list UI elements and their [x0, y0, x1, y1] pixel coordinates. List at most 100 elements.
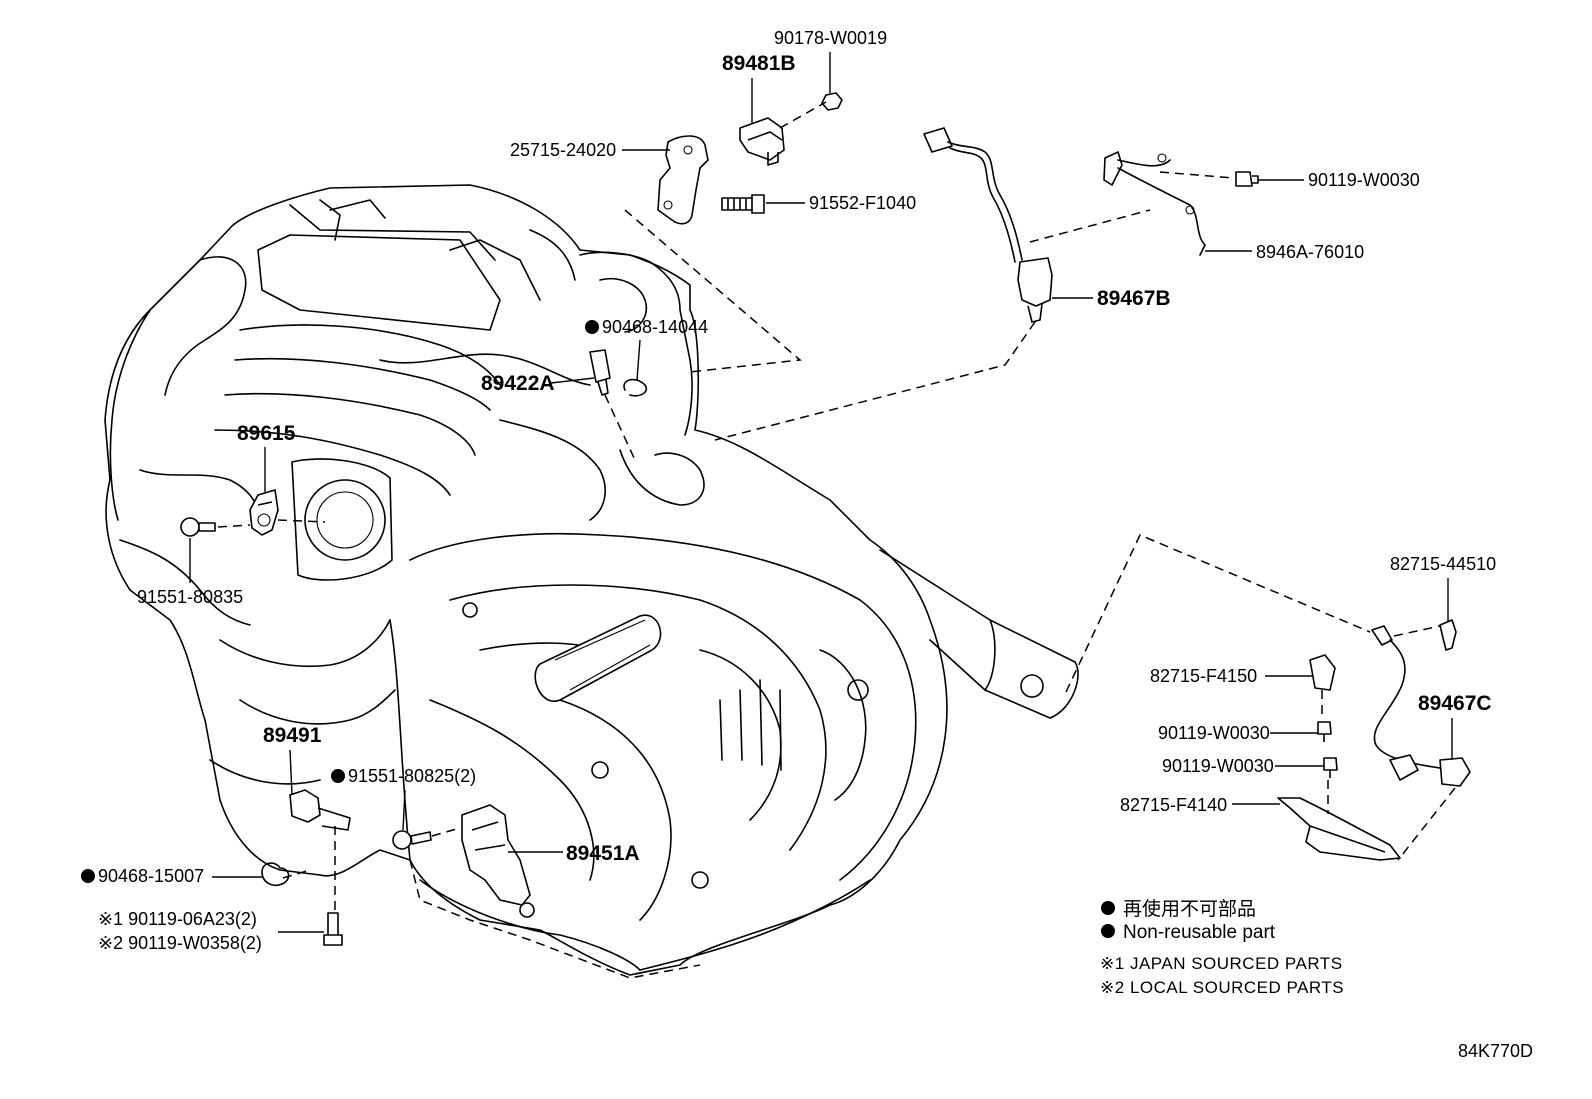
transmission-case-contour: [699, 649, 782, 821]
callout-label[interactable]: 82715-F4150: [1150, 666, 1257, 686]
bracket-25715[interactable]: [657, 135, 709, 225]
bolt-91552[interactable]: [721, 194, 765, 214]
non-reusable-marker: [81, 869, 95, 883]
dashed-assembly-line: [624, 209, 802, 373]
case-bolt: [847, 679, 869, 701]
note-mark: ※2: [98, 933, 123, 953]
callout-label[interactable]: 90178-W0019: [774, 28, 887, 48]
legend-non-reusable-en: Non-reusable part: [1123, 922, 1276, 943]
legend-note: ※2 LOCAL SOURCED PARTS: [1100, 978, 1344, 997]
bolt-90119-top[interactable]: [1235, 171, 1259, 187]
bolt-90119-bottom[interactable]: [323, 912, 343, 946]
callout-label[interactable]: ※2 90119-W0358(2): [98, 933, 262, 953]
callout-label[interactable]: 91552-F1040: [809, 193, 916, 213]
callout-label[interactable]: 90119-W0030: [1158, 723, 1270, 743]
transmission-bottom: [639, 879, 871, 971]
intake-runner: [224, 392, 476, 456]
transmission-bottom: [419, 879, 641, 971]
callout-label[interactable]: 89422A: [481, 372, 555, 395]
nut-90178[interactable]: [821, 92, 843, 111]
engine-pipe: [379, 353, 591, 386]
note-text: LOCAL SOURCED PARTS: [1130, 978, 1344, 997]
bracket-82715-f4150[interactable]: [1309, 654, 1336, 691]
harness-clip: [1157, 153, 1167, 163]
temperature-sensor-89422a[interactable]: [589, 349, 611, 396]
transmission-case-contour: [239, 689, 396, 725]
callout-label[interactable]: 8946A-76010: [1256, 242, 1364, 262]
non-reusable-marker: [585, 320, 599, 334]
callout-label[interactable]: 90119-W0030: [1162, 756, 1274, 776]
callout-part-number[interactable]: 90119-W0358(2): [128, 933, 262, 953]
drive-shaft-collar: [984, 619, 996, 691]
callout-label[interactable]: 89615: [237, 422, 296, 445]
bolt-90119-upper[interactable]: [1317, 721, 1332, 742]
connector-89467c[interactable]: [1371, 625, 1393, 646]
legend-note: ※1 JAPAN SOURCED PARTS: [1100, 954, 1343, 973]
callout-label[interactable]: 25715-24020: [510, 140, 616, 160]
legend-bullet: [1101, 901, 1115, 915]
wire-89467b[interactable]: [947, 141, 1023, 261]
engine-outline: [104, 184, 948, 976]
note-mark: ※2: [1100, 978, 1125, 997]
callout-label[interactable]: ※1 90119-06A23(2): [98, 909, 257, 929]
clip-90468-14044[interactable]: [623, 378, 648, 397]
intake-runner: [239, 324, 501, 386]
protector-82715-f4140[interactable]: [1277, 797, 1401, 861]
dashed-assembly-line: [1397, 787, 1456, 861]
shift-shaft-detail: [554, 619, 651, 691]
callout-part-number[interactable]: 90119-06A23(2): [128, 909, 257, 929]
callout-label[interactable]: 89467C: [1418, 692, 1492, 715]
neutral-start-switch-89451a[interactable]: [461, 804, 531, 906]
clip-82715-44510[interactable]: [1439, 619, 1457, 651]
connector-89467b[interactable]: [923, 127, 953, 153]
note-mark: ※1: [98, 909, 123, 929]
harness-8946a[interactable]: [1117, 159, 1206, 256]
transaxle-assembly-drawing: [104, 184, 1079, 979]
switch-nut: [519, 902, 535, 918]
dashed-assembly-line: [431, 827, 461, 837]
pressure-sensor-89481b[interactable]: [739, 117, 785, 166]
intake-runner: [234, 357, 491, 411]
clip-90468-15007[interactable]: [261, 862, 290, 887]
bolt-shank: [410, 831, 432, 845]
throttle-bore: [304, 479, 386, 561]
knock-sensor-89615[interactable]: [249, 489, 279, 536]
upper-right-housing-detail: [599, 278, 647, 333]
case-rib: [719, 679, 782, 771]
callout-label[interactable]: 90468-15007: [98, 866, 204, 886]
callout-label[interactable]: 91551-80835: [137, 587, 243, 607]
cam-cover-line: [289, 204, 496, 261]
dashed-assembly-line: [1065, 534, 1371, 693]
dashed-assembly-line: [217, 519, 326, 528]
bolt-91551-80825[interactable]: [392, 830, 412, 850]
differential-housing: [819, 649, 867, 801]
bolt-shank: [198, 522, 216, 532]
bolt-91551-80835[interactable]: [180, 517, 200, 537]
parts: [180, 92, 1471, 946]
case-bolt: [691, 871, 709, 889]
engine-contour: [449, 229, 576, 301]
legend: 再使用不可部品 Non-reusable part ※1 JAPAN SOURC…: [1100, 898, 1344, 997]
callout-label[interactable]: 82715-44510: [1390, 554, 1496, 574]
shift-shaft-cylinder: [534, 614, 662, 702]
callout-label[interactable]: 89491: [263, 724, 322, 747]
leader-line: [402, 789, 406, 831]
callout-label[interactable]: 82715-F4140: [1120, 795, 1227, 815]
speed-sensor-89491[interactable]: [289, 789, 351, 831]
bell-housing: [409, 532, 917, 881]
note-text: JAPAN SOURCED PARTS: [1130, 954, 1343, 973]
bolt-90119-lower[interactable]: [1323, 757, 1338, 778]
leader-line: [550, 377, 595, 384]
throttle-body-housing: [291, 458, 393, 581]
callout-label[interactable]: 90468-14044: [602, 317, 708, 337]
callout-label[interactable]: 90119-W0030: [1308, 170, 1420, 190]
callout-label[interactable]: 91551-80825(2): [348, 766, 476, 786]
callout-label[interactable]: 89481B: [722, 52, 796, 75]
transmission-case-contour: [559, 699, 672, 921]
dashed-assembly-line: [282, 869, 311, 879]
oxygen-sensor-89467b[interactable]: [1017, 257, 1053, 323]
callout-label[interactable]: 89467B: [1097, 287, 1171, 310]
oxygen-sensor-89467c[interactable]: [1439, 757, 1471, 787]
callout-label[interactable]: 89451A: [566, 842, 640, 865]
